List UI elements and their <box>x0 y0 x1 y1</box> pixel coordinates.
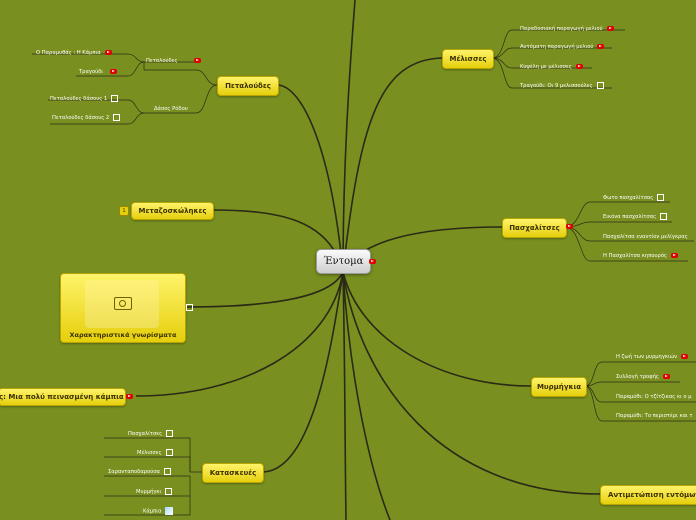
petaloudes-item[interactable]: Πεταλούδες δάσους 1 <box>50 95 119 103</box>
petaloudes-group-label[interactable]: Πεταλούδες <box>146 57 201 65</box>
note-icon[interactable] <box>166 430 174 437</box>
kampia-link-icon[interactable] <box>126 394 133 399</box>
topic-xaraktiristika-label: Χαρακτηριστικά γνωρίσματα <box>69 331 177 339</box>
note-icon[interactable] <box>186 304 193 311</box>
topic-paschalites-label: Πασχαλίτσες <box>509 224 560 232</box>
link-icon[interactable] <box>606 26 614 31</box>
kataskeves-item[interactable]: Κάμπια <box>143 507 174 516</box>
note-icon[interactable] <box>163 468 171 475</box>
myrmigia-item[interactable]: Η ζωή των μυρμηγκιών <box>616 353 688 361</box>
topic-petaloudes[interactable]: Πεταλούδες <box>217 76 279 96</box>
image-placeholder <box>85 280 159 328</box>
topic-petaloudes-label: Πεταλούδες <box>225 82 271 90</box>
topic-kataskeves[interactable]: Κατασκευές <box>202 463 264 483</box>
link-icon[interactable] <box>104 50 112 55</box>
camera-icon <box>114 297 132 310</box>
myrmigia-item[interactable]: Παραμύθι: Το περιστέρι και τ <box>616 413 693 419</box>
central-topic[interactable]: Έντομα <box>316 249 371 274</box>
count-badge: 1 <box>119 206 129 216</box>
kataskeves-item[interactable]: Μέλισσες <box>137 449 173 457</box>
paschalites-item[interactable]: Εικόνα πασχαλίτσας <box>603 213 668 221</box>
link-icon[interactable] <box>193 58 201 63</box>
link-icon[interactable] <box>680 354 688 359</box>
topic-melisses[interactable]: Μέλισσες <box>442 49 494 69</box>
note-icon[interactable] <box>596 82 604 89</box>
melisses-item[interactable]: Παραδοσιακή παραγωγή μελιού <box>520 25 614 33</box>
myrmigia-item[interactable]: Συλλογή τροφής <box>616 373 670 381</box>
note-icon[interactable] <box>165 488 173 495</box>
link-icon[interactable] <box>575 64 583 69</box>
topic-antimetopisi[interactable]: Αντιμετώπιση εντόμων <box>600 485 696 505</box>
central-topic-label: Έντομα <box>323 256 364 267</box>
topic-melisses-label: Μέλισσες <box>449 55 487 63</box>
topic-kampia[interactable]: ς: Μια πολύ πεινασμένη κάμπια <box>0 388 126 406</box>
count-badge-label: 1 <box>122 208 126 214</box>
topic-kataskeves-label: Κατασκευές <box>209 469 257 477</box>
melisses-item[interactable]: Κυψέλη με μέλισσες <box>520 63 583 71</box>
topic-metazoskolikes[interactable]: Μεταζοσκώληκες <box>131 202 214 220</box>
petaloudes-item[interactable]: Ο Παραμυθάς : Η Κάμπια <box>36 49 112 57</box>
central-link-icon[interactable] <box>369 259 376 264</box>
topic-myrmigia[interactable]: Μυρμήγκια <box>531 377 587 397</box>
kataskeves-item[interactable]: Μυρμήγκι <box>136 488 173 496</box>
kataskeves-item[interactable]: Σαρανταποδαρούσα <box>108 468 171 476</box>
paschalites-item[interactable]: Φωτο πασχαλίτσας <box>603 194 665 202</box>
melisses-item[interactable]: Αυτόματη παραγωγή μελιού <box>520 43 605 51</box>
note-icon[interactable] <box>113 114 121 121</box>
petaloudes-group-label[interactable]: Δάσος Ρόδου <box>154 106 188 112</box>
note-icon[interactable] <box>111 95 119 102</box>
topic-metazoskolikes-label: Μεταζοσκώληκες <box>138 207 207 215</box>
image-icon[interactable] <box>165 507 174 515</box>
note-icon[interactable] <box>165 449 173 456</box>
paschalites-item[interactable]: Η Πασχαλίτσα κηπουρός <box>603 252 679 260</box>
topic-paschalites[interactable]: Πασχαλίτσες <box>502 218 567 238</box>
topic-kampia-label: ς: Μια πολύ πεινασμένη κάμπια <box>0 393 124 401</box>
paschalites-link-icon[interactable] <box>566 224 573 229</box>
link-icon[interactable] <box>597 44 605 49</box>
note-icon[interactable] <box>660 213 668 220</box>
topic-myrmigia-label: Μυρμήγκια <box>536 383 582 391</box>
link-icon[interactable] <box>671 253 679 258</box>
petaloudes-item[interactable]: Τραγούδι <box>79 68 118 76</box>
petaloudes-item[interactable]: Πεταλούδες δάσους 2 <box>52 114 121 122</box>
topic-xaraktiristika[interactable]: Χαρακτηριστικά γνωρίσματα <box>60 273 186 343</box>
link-icon[interactable] <box>662 374 670 379</box>
link-icon[interactable] <box>110 69 118 74</box>
note-icon[interactable] <box>657 194 665 201</box>
topic-antimetopisi-label: Αντιμετώπιση εντόμων <box>608 491 696 499</box>
melisses-item[interactable]: Τραγούδι: Οι 9 μελισσούλες <box>520 82 604 90</box>
myrmigia-item[interactable]: Παραμύθι: Ο τζίτζικας κι ο μ <box>616 394 692 400</box>
paschalites-item[interactable]: Πασχαλίτσα εναντίον μελίγκρας <box>603 234 688 240</box>
kataskeves-item[interactable]: Πασχαλίτσες <box>128 430 174 438</box>
